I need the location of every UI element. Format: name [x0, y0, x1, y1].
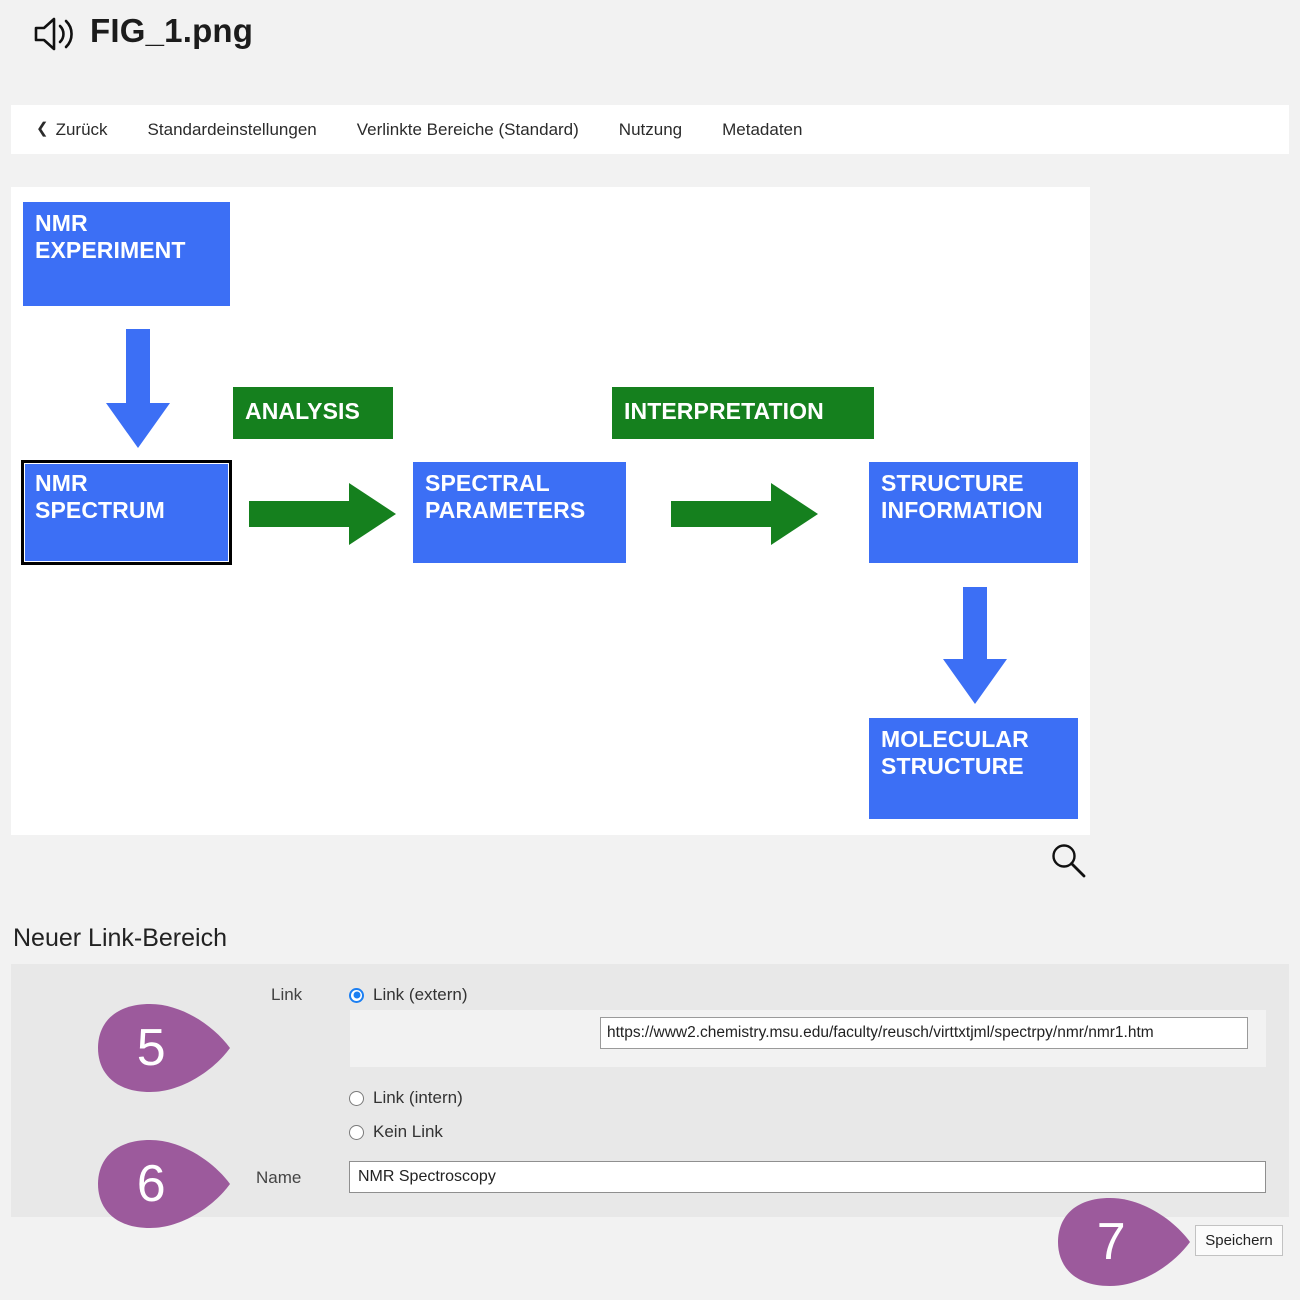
diagram-box-structure-information[interactable]: STRUCTURE INFORMATION: [869, 462, 1078, 563]
nav-item-standardeinstellungen[interactable]: Standardeinstellungen: [147, 119, 317, 139]
nav-item-metadaten[interactable]: Metadaten: [722, 119, 803, 139]
name-field-label: Name: [256, 1168, 302, 1187]
arrow-down-experiment-to-spectrum: [99, 329, 177, 454]
name-input[interactable]: NMR Spectroscopy: [349, 1161, 1266, 1193]
radio-link-intern-label: Link (intern): [373, 1088, 463, 1107]
arrow-down-structure-to-molecular: [936, 587, 1014, 710]
nav-item-nutzung[interactable]: Nutzung: [618, 119, 683, 139]
callout-7: 7: [1056, 1196, 1192, 1288]
diagram-box-analysis[interactable]: ANALYSIS: [233, 387, 393, 439]
diagram-box-line-2: PARAMETERS: [425, 497, 586, 524]
diagram-box-line-1: SPECTRAL: [425, 470, 550, 496]
diagram-box-line-2: EXPERIMENT: [35, 237, 186, 264]
link-field-label: Link: [271, 985, 303, 1004]
nav-bar: ❮ Zurück Standardeinstellungen Verlinkte…: [11, 105, 1289, 154]
image-preview-panel: NMR EXPERIMENT ANALYSIS INTERPRETATION N…: [11, 187, 1090, 835]
diagram-box-line-1: NMR: [35, 470, 88, 496]
radio-link-extern[interactable]: Link (extern): [349, 985, 467, 1005]
diagram-box-line-1: STRUCTURE: [881, 470, 1024, 496]
diagram-box-line-1: INTERPRETATION: [624, 398, 824, 424]
magnifier-icon[interactable]: [1049, 841, 1089, 881]
radio-link-extern-indicator[interactable]: [349, 987, 364, 1003]
callout-5: 5: [96, 1002, 232, 1094]
diagram-box-nmr-spectrum[interactable]: NMR SPECTRUM: [21, 460, 232, 565]
diagram-box-molecular-structure[interactable]: MOLECULAR STRUCTURE: [869, 718, 1078, 819]
arrow-right-spectrum-to-parameters: [249, 483, 397, 550]
diagram-box-line-1: MOLECULAR: [881, 726, 1029, 752]
nav-item-verlinkte-bereiche[interactable]: Verlinkte Bereiche (Standard): [356, 119, 579, 139]
diagram-box-line-2: SPECTRUM: [35, 497, 165, 524]
diagram-box-line-1: NMR: [35, 210, 88, 236]
radio-kein-link[interactable]: Kein Link: [349, 1122, 443, 1142]
radio-link-extern-label: Link (extern): [373, 985, 468, 1004]
radio-kein-link-indicator[interactable]: [349, 1124, 364, 1140]
chevron-left-icon: ❮: [36, 120, 49, 137]
section-heading: Neuer Link-Bereich: [13, 924, 227, 952]
radio-kein-link-label: Kein Link: [373, 1122, 443, 1141]
diagram-box-line-2: STRUCTURE: [881, 753, 1024, 780]
diagram-box-interpretation[interactable]: INTERPRETATION: [612, 387, 874, 439]
url-input[interactable]: https://www2.chemistry.msu.edu/faculty/r…: [600, 1017, 1248, 1049]
callout-6: 6: [96, 1138, 232, 1230]
diagram-box-nmr-experiment[interactable]: NMR EXPERIMENT: [23, 202, 230, 306]
radio-link-intern[interactable]: Link (intern): [349, 1088, 463, 1108]
radio-link-intern-indicator[interactable]: [349, 1090, 364, 1106]
save-button[interactable]: Speichern: [1195, 1225, 1283, 1256]
speaker-icon: [32, 14, 78, 54]
page-header: FIG_1.png: [0, 0, 1300, 105]
diagram-box-spectral-parameters[interactable]: SPECTRAL PARAMETERS: [413, 462, 626, 563]
diagram-box-line-2: INFORMATION: [881, 497, 1043, 524]
nav-item-back[interactable]: ❮ Zurück: [36, 120, 108, 140]
nav-item-back-label: Zurück: [55, 119, 108, 139]
diagram-box-line-1: ANALYSIS: [245, 398, 360, 424]
page-title: FIG_1.png: [90, 12, 254, 49]
arrow-right-parameters-to-structure: [671, 483, 819, 550]
